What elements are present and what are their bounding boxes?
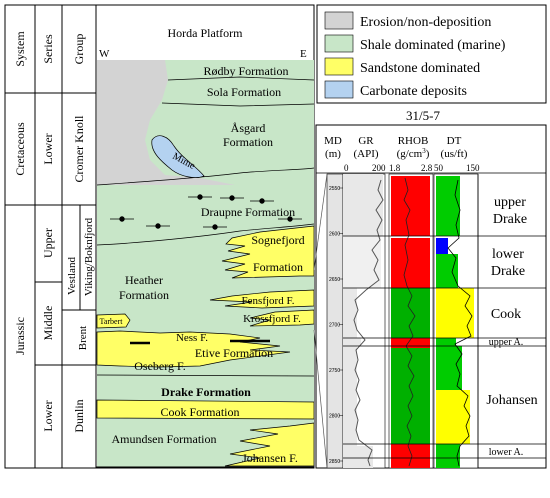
cook-sand (96, 399, 315, 420)
well-name: 31/5-7 (406, 108, 440, 123)
col-dt-name: DT (447, 135, 462, 147)
unit-cook: Cook Formation (160, 405, 239, 419)
legend: Erosion/non-deposition Shale dominated (… (316, 4, 547, 104)
gr-min: 0 (344, 163, 349, 173)
group-brent: Brent (77, 326, 89, 350)
gr-max: 200 (372, 163, 386, 173)
zone-lines (343, 174, 546, 468)
draupne-markers (110, 194, 302, 230)
unit-etive: Etive Formation (195, 346, 273, 360)
rhob-max: 2.8 (421, 163, 433, 173)
cross-section-title: Horda Platform (168, 26, 244, 40)
col-dt-unit: (us/ft) (441, 148, 468, 160)
system-cretaceous: Cretaceous (13, 122, 27, 176)
series-middle: Middle (41, 306, 55, 341)
legend-label-shale: Shale dominated (marine) (360, 38, 506, 53)
unit-krossfjord: Krossfjord F. (243, 313, 301, 325)
unit-asgard-1: Åsgard (231, 121, 266, 135)
depth-tick-label: 2750 (329, 368, 340, 374)
zone-lower-a: lower A. (489, 447, 523, 458)
sognefjord-sand (221, 225, 315, 279)
group-dunlin: Dunlin (72, 399, 86, 432)
col-md-name: MD (324, 135, 342, 147)
group-viking-boknfjord: Viking/Boknfjord (83, 217, 95, 296)
dt-min: 50 (434, 163, 444, 173)
series-upper: Upper (41, 228, 55, 258)
depth-tick-label: 2850 (329, 459, 340, 465)
col-rhob-name: RHOB (398, 135, 429, 147)
zone-upper-a: upper A. (489, 337, 523, 348)
east-label: E (300, 48, 307, 60)
legend-swatch-carbonate (324, 80, 354, 99)
zone-lower-drake-1: lower (492, 247, 524, 262)
cross-section: Horda Platform W E (95, 4, 315, 469)
dt-curve (436, 176, 474, 468)
header-series: Series (41, 34, 55, 64)
depth-ticks: 2550 2600 2650 2700 2750 2800 2850 (329, 186, 343, 465)
unit-ness: Ness F. (176, 332, 208, 344)
unit-johansen: Johansen F. (242, 451, 298, 465)
unit-draupne: Draupne Formation (201, 205, 295, 219)
header-group: Group (72, 34, 86, 65)
zone-johansen: Johansen (486, 393, 537, 408)
md-track (326, 173, 344, 469)
unit-drake: Drake Formation (161, 385, 251, 399)
col-rhob-unit: (g/cm3) (397, 147, 430, 160)
zone-cook: Cook (491, 307, 521, 322)
chronostratigraphy-column: System Series Group Cretaceous Jurassic … (4, 4, 97, 469)
unit-sognefjord-2: Formation (253, 260, 303, 274)
zone-upper-drake-2: Drake (493, 212, 527, 227)
depth-tick-label: 2650 (329, 277, 340, 283)
unit-heather-2: Formation (119, 288, 169, 302)
fensfjord-sand (209, 289, 315, 309)
dt-max: 150 (466, 163, 480, 173)
legend-label-carbonate: Carbonate deposits (360, 84, 467, 99)
unit-asgard-2: Formation (223, 135, 273, 149)
legend-swatch-shale (324, 34, 354, 53)
unit-rodby: Rødby Formation (203, 64, 288, 78)
gr-curve (343, 174, 384, 468)
well-log: 31/5-7 MD (m) GR (API) RHOB (g/cm3) DT (… (315, 108, 547, 469)
west-label: W (99, 48, 110, 60)
col-md-unit: (m) (325, 148, 341, 160)
group-vestland: Vestland (66, 257, 78, 295)
rhob-min: 1.8 (389, 163, 401, 173)
legend-label-erosion: Erosion/non-deposition (360, 15, 491, 30)
zone-lower-drake-2: Drake (491, 264, 525, 279)
unit-amundsen: Amundsen Formation (112, 432, 217, 446)
legend-label-sandstone: Sandstone dominated (360, 61, 480, 76)
col-gr-unit: (API) (353, 148, 378, 160)
zone-upper-drake-1: upper (494, 195, 526, 210)
system-jurassic: Jurassic (13, 317, 27, 355)
mime-carbonate (151, 135, 205, 178)
group-cromer-knoll: Cromer Knoll (72, 115, 86, 183)
legend-swatch-sandstone (324, 57, 354, 76)
depth-tick-label: 2800 (329, 414, 340, 420)
unit-heather-1: Heather (125, 273, 163, 287)
depth-tick-label: 2600 (329, 232, 340, 238)
unit-sognefjord-1: Sognefjord (251, 233, 304, 247)
series-lower-jurassic: Lower (41, 400, 55, 431)
krossfjord-sand (249, 309, 315, 327)
col-gr-name: GR (358, 135, 374, 147)
depth-tick-label: 2700 (329, 323, 340, 329)
unit-sola: Sola Formation (207, 85, 281, 99)
series-lower-cretaceous: Lower (41, 133, 55, 164)
johansen-sand (224, 422, 315, 467)
rhob-curve (391, 176, 430, 468)
unit-tarbert: Tarbert (100, 317, 124, 326)
unit-fensfjord: Fensfjord F. (242, 295, 295, 307)
correlation-lines (313, 173, 328, 469)
unit-oseberg: Oseberg F. (134, 359, 185, 373)
legend-swatch-erosion (324, 11, 354, 30)
tarbert-sand (96, 313, 131, 329)
depth-tick-label: 2550 (329, 186, 340, 192)
header-system: System (13, 31, 27, 67)
